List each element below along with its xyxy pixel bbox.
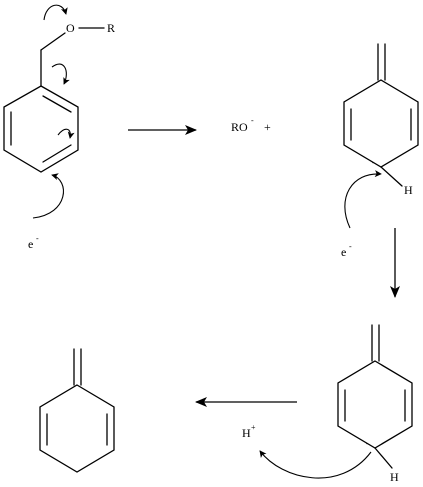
electron-push-arrow-3	[259, 450, 372, 479]
product-molecule	[39, 348, 115, 473]
hydrogen-label-2: H	[390, 470, 399, 484]
electron-charge-2: -	[349, 242, 352, 251]
r-group-label: R	[107, 21, 115, 35]
alkoxide-label: RO	[231, 120, 248, 134]
intermediate-radical-molecule: H -	[343, 43, 419, 197]
electron-charge-1: -	[36, 234, 39, 243]
electron-push-arrow-2	[344, 170, 382, 229]
carbon-charge-1: -	[372, 158, 375, 167]
anion-molecule: H -	[337, 324, 413, 484]
proton-charge: +	[251, 423, 256, 432]
plus-label: +	[264, 120, 271, 134]
hydrogen-label-1: H	[404, 183, 413, 197]
proton-label: H	[242, 426, 251, 440]
electron-label-2: e	[341, 245, 346, 259]
carbon-charge-2: -	[366, 439, 369, 448]
oxygen-label: O	[66, 21, 75, 35]
benzyl-ether-molecule: O R	[3, 21, 115, 173]
electron-label-1: e	[28, 237, 33, 251]
electron-push-arrows-1	[32, 4, 75, 219]
alkoxide-charge: -	[251, 116, 254, 125]
